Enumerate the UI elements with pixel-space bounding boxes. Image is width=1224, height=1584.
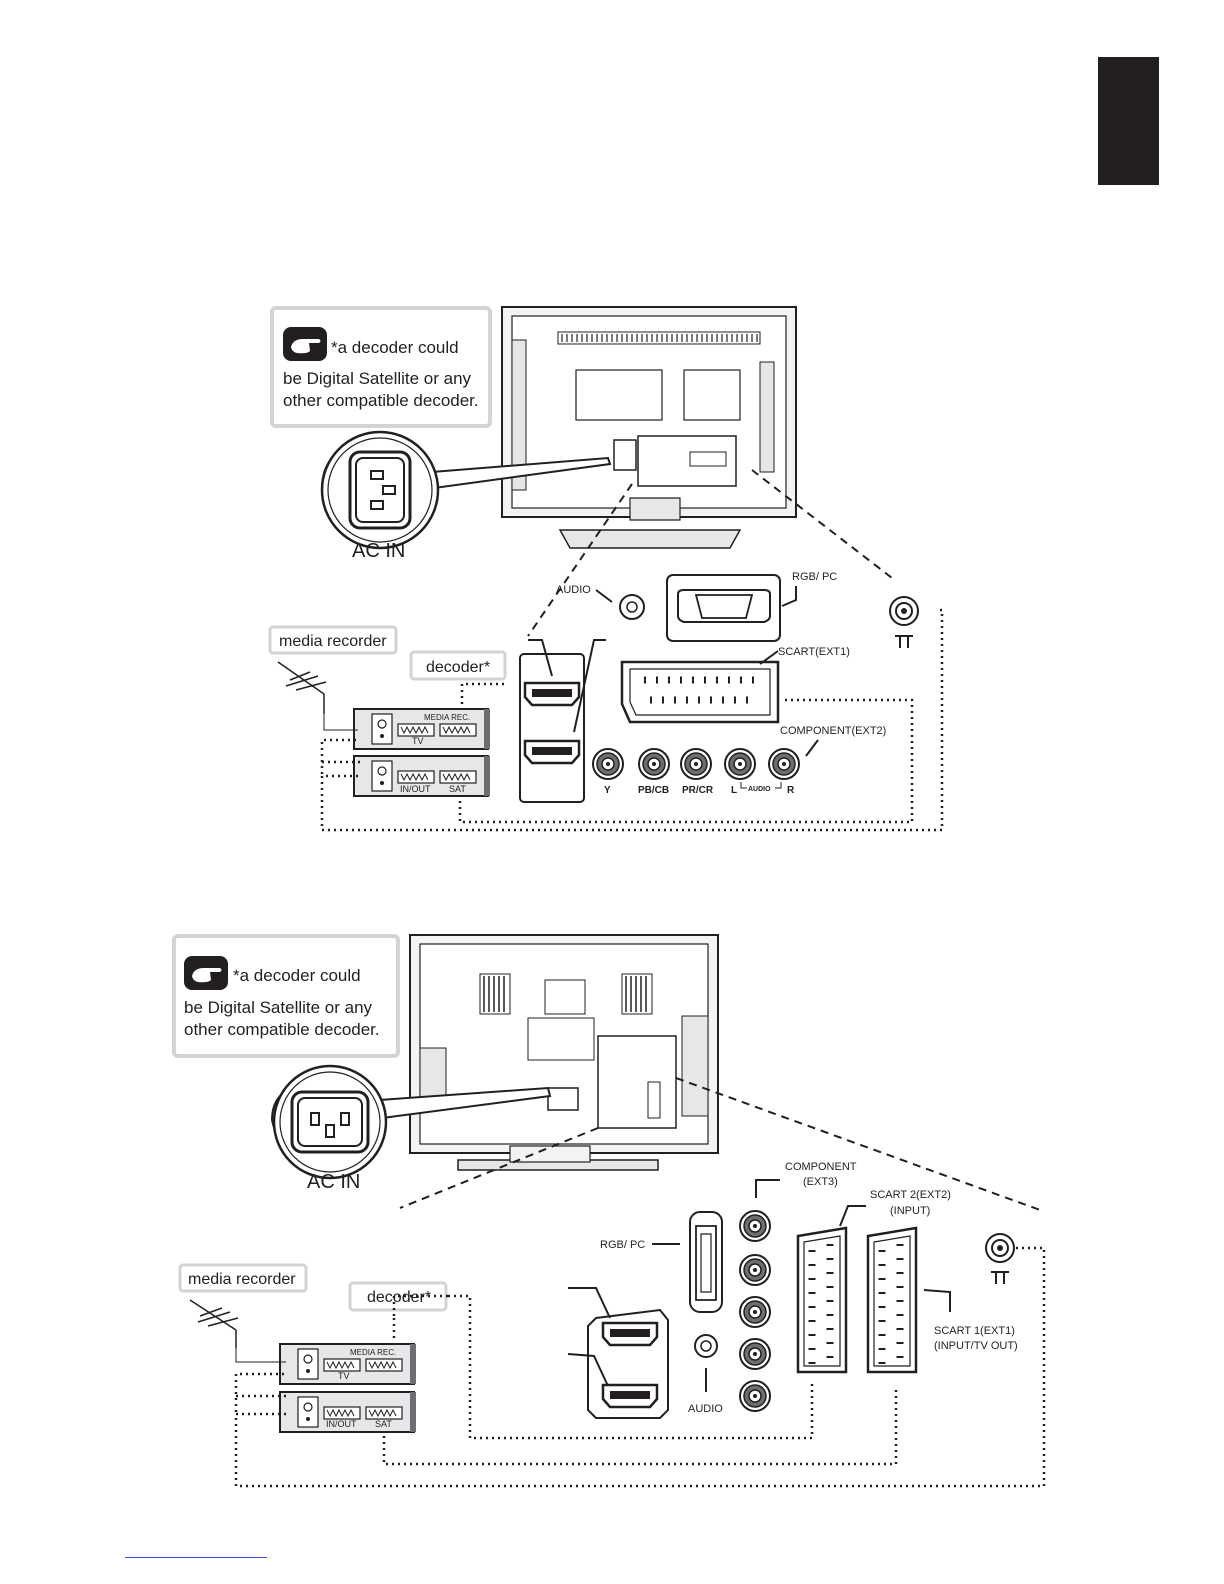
scart-1-port-icon bbox=[866, 1226, 918, 1374]
l-label: L bbox=[731, 785, 737, 796]
note2-line-2: be Digital Satellite or any bbox=[184, 998, 373, 1017]
note2-line-3: other compatible decoder. bbox=[184, 1020, 380, 1039]
note-line-2: be Digital Satellite or any bbox=[283, 369, 472, 388]
scart1-label-a: SCART 1(EXT1) bbox=[934, 1325, 1015, 1337]
rgb-pc-label: RGB/ PC bbox=[792, 571, 837, 583]
component-label-2b: (EXT3) bbox=[803, 1176, 838, 1188]
rca-pr-icon bbox=[680, 748, 712, 780]
note-line-1: *a decoder could bbox=[331, 338, 459, 357]
scart-label: SCART(EXT1) bbox=[778, 646, 850, 658]
hdmi-port-1-icon bbox=[523, 681, 581, 707]
language-side-tab bbox=[1098, 57, 1159, 185]
audio-label-2: AUDIO bbox=[688, 1403, 723, 1415]
scart1-label-b: (INPUT/TV OUT) bbox=[934, 1340, 1018, 1352]
rca-pb-icon bbox=[638, 748, 670, 780]
scart2-label-a: SCART 2(EXT2) bbox=[870, 1189, 951, 1201]
diagram-1: *a decoder could be Digital Satellite or… bbox=[268, 306, 944, 832]
pointing-hand-icon bbox=[283, 327, 327, 361]
hdmi-port-2-icon-2 bbox=[601, 1383, 659, 1409]
hdmi-port-1-icon-2 bbox=[601, 1321, 659, 1347]
component-label-2a: COMPONENT bbox=[785, 1161, 857, 1173]
rca-component-3-icon bbox=[739, 1296, 771, 1328]
recorder-tv-label: TV bbox=[412, 736, 424, 746]
ac-socket-icon bbox=[290, 1090, 370, 1154]
pb-label: PB/CB bbox=[638, 785, 669, 796]
rca-component-5-icon bbox=[739, 1380, 771, 1412]
decoder-note-box-2 bbox=[172, 934, 400, 1058]
footer-rule bbox=[125, 1557, 267, 1558]
media-recorder-label: media recorder bbox=[279, 633, 387, 650]
decoder-in-out-label-2: IN/OUT bbox=[326, 1419, 357, 1429]
ac-socket-icon bbox=[348, 450, 412, 530]
audio-label: AUDIO bbox=[556, 584, 591, 596]
vga-port-icon-2 bbox=[689, 1211, 723, 1313]
media-rec-label-2: MEDIA REC. bbox=[350, 1348, 396, 1357]
rca-component-1-icon bbox=[739, 1210, 771, 1242]
hdmi-port-2-icon bbox=[523, 739, 581, 765]
ac-in-label-2: AC IN bbox=[307, 1171, 360, 1193]
aerial-socket-icon bbox=[889, 596, 919, 626]
media-rec-label: MEDIA REC. bbox=[424, 713, 470, 722]
rca-component-2-icon bbox=[739, 1254, 771, 1286]
note2-line-1: *a decoder could bbox=[233, 966, 361, 985]
media-recorder-label-2: media recorder bbox=[188, 1271, 296, 1288]
aerial-socket-icon-2 bbox=[985, 1233, 1015, 1263]
rca-y-icon bbox=[592, 748, 624, 780]
ac-in-label: AC IN bbox=[352, 540, 405, 562]
y-label: Y bbox=[604, 785, 611, 796]
rca-audio-l-icon bbox=[724, 748, 756, 780]
rooftop-antenna-icon bbox=[277, 661, 327, 714]
decoder-label: decoder* bbox=[426, 659, 490, 676]
r-label: R bbox=[787, 785, 795, 796]
scart2-label-b: (INPUT) bbox=[890, 1205, 930, 1217]
rgb-pc-label-2: RGB/ PC bbox=[600, 1239, 645, 1251]
pr-label: PR/CR bbox=[682, 785, 714, 796]
component-label: COMPONENT(EXT2) bbox=[780, 725, 886, 737]
rooftop-antenna-icon-2 bbox=[189, 1299, 239, 1348]
diagram-2: *a decoder could be Digital Satellite or… bbox=[172, 934, 1046, 1488]
decoder-sat-label-2: SAT bbox=[375, 1419, 392, 1429]
decoder-label-2: decoder* bbox=[367, 1289, 431, 1306]
decoder-in-out-label: IN/OUT bbox=[400, 784, 431, 794]
tv-rear-view-2 bbox=[409, 934, 719, 1171]
rca-audio-r-icon bbox=[768, 748, 800, 780]
note-line-3: other compatible decoder. bbox=[283, 391, 479, 410]
tv-rear-view bbox=[501, 306, 797, 549]
scart-2-port-icon bbox=[796, 1226, 848, 1374]
rca-component-4-icon bbox=[739, 1338, 771, 1370]
audio-lr-label: AUDIO bbox=[748, 786, 771, 793]
pointing-hand-icon bbox=[184, 956, 228, 990]
decoder-sat-label: SAT bbox=[449, 784, 466, 794]
recorder-tv-label-2: TV bbox=[338, 1371, 350, 1381]
